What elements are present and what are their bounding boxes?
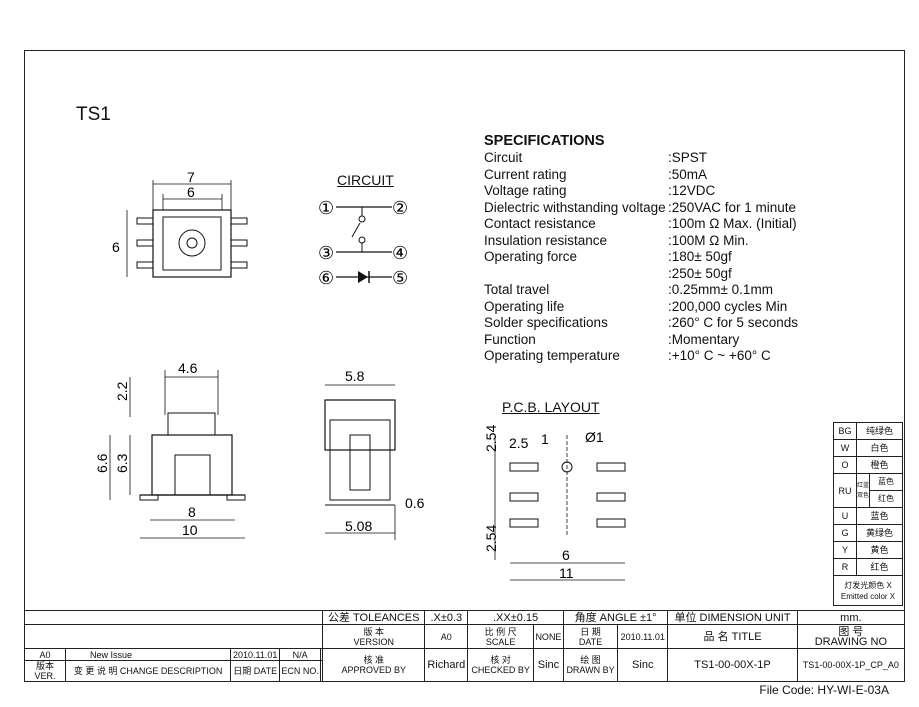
dim-5-08: 5.08 [345, 518, 372, 534]
spec-row: Voltage rating :12VDC [484, 183, 715, 198]
side-view-drawing: 5.8 5.08 0.6 [324, 368, 425, 540]
spec-name: Voltage rating [484, 183, 567, 198]
dim-6-3: 6.3 [114, 453, 130, 473]
spec-row: Insulation resistance :100M Ω Min. [484, 232, 749, 248]
dim-7: 7 [187, 170, 195, 185]
dim-11: 11 [559, 565, 574, 581]
spec-value: :Momentary [668, 331, 740, 347]
title-block: 公差 TOLEANCES .X±0.3 .XX±0.15 角度 ANGLE ±1… [23, 610, 906, 682]
pin-4: ④ [392, 243, 408, 263]
front-view-drawing: 4.6 2.2 6.6 6.3 8 10 [94, 360, 246, 539]
circuit-label: CIRCUIT [337, 172, 394, 188]
spec-value: :180± 50gf [668, 249, 732, 264]
spec-name: Function [484, 331, 536, 347]
specifications-heading: SPECIFICATIONS [484, 133, 605, 149]
spec-row: Operating life :200,000 cycles Min [484, 298, 787, 314]
spec-row: Contact resistance :100m Ω Max. (Initial) [484, 216, 797, 231]
spec-row: Solder specifications :260° C for 5 secon… [484, 315, 798, 330]
dim-6-height: 6 [112, 239, 120, 255]
spec-row: Function :Momentary [484, 331, 739, 347]
spec-name: Operating life [484, 298, 565, 314]
dim-2-54-bottom: 2.54 [483, 525, 499, 552]
spec-value: :12VDC [668, 183, 716, 198]
spec-name: Total travel [484, 282, 550, 297]
led-diode-icon [358, 271, 368, 283]
dim-2-5: 2.5 [509, 435, 529, 451]
spec-name: Current rating [484, 166, 567, 182]
dim-0-6: 0.6 [405, 495, 425, 511]
spec-value: :260° C for 5 seconds [668, 315, 798, 330]
spec-value: :+10° C ~ +60° C [668, 348, 771, 363]
dim-6-width: 6 [187, 184, 195, 200]
dim-5-8: 5.8 [345, 368, 365, 384]
spec-value: :SPST [668, 150, 708, 165]
spec-row: Dielectric withstanding voltage:250VAC f… [484, 199, 796, 215]
spec-name: Insulation resistance [484, 232, 608, 248]
spec-name: Operating force [484, 249, 578, 264]
spec-name: Solder specifications [484, 315, 608, 330]
spec-value: :0.25mm± 0.1mm [668, 282, 773, 297]
spec-row: Current rating :50mA [484, 166, 707, 182]
pin-1: ① [318, 198, 334, 218]
spec-value: :100m Ω Max. (Initial) [668, 216, 797, 231]
top-view-drawing: 7 6 6 [112, 170, 248, 278]
spec-name: Circuit [484, 150, 523, 165]
spec-row: Operating force :180± 50gf [484, 249, 732, 264]
dim-phi1: Ø1 [585, 429, 604, 445]
circuit-diagram: ① ② ③ ④ ⑥ ⑤ [318, 198, 408, 288]
spec-name: Dielectric withstanding voltage [484, 199, 666, 215]
spec-value: :50mA [668, 166, 708, 182]
dim-8: 8 [188, 504, 196, 520]
pin-6: ⑥ [318, 268, 334, 288]
dim-2-54-top: 2.54 [483, 425, 499, 452]
dim-6: 6 [562, 547, 570, 563]
dim-10: 10 [182, 522, 198, 538]
pin-5: ⑤ [392, 268, 408, 288]
spec-name: Contact resistance [484, 216, 596, 231]
spec-row: Total travel :0.25mm± 0.1mm [484, 282, 773, 297]
dim-2-2: 2.2 [114, 381, 130, 401]
pcb-layout-label: P.C.B. LAYOUT [502, 399, 600, 415]
pcb-layout-drawing: 2.5 1 Ø1 2.54 2.54 6 11 [483, 425, 626, 581]
spec-value: :100M Ω Min. [668, 232, 749, 248]
spec-name: Operating temperature [484, 348, 620, 363]
spec-value: :250± 50gf [668, 265, 732, 281]
spec-value: :200,000 cycles Min [668, 298, 788, 314]
dim-4-6: 4.6 [178, 360, 198, 376]
part-title: TS1 [76, 104, 111, 125]
pin-2: ② [392, 198, 408, 218]
spec-row: Circuit :SPST [484, 150, 707, 165]
spec-row: Operating temperature :+10° C ~ +60° C [484, 348, 771, 363]
pin-3: ③ [318, 243, 334, 263]
dim-1: 1 [541, 431, 549, 447]
drawing-frame [24, 50, 905, 682]
file-code: File Code: HY-WI-E-03A [759, 683, 889, 697]
dim-6-6: 6.6 [94, 453, 110, 473]
spec-value: :250VAC for 1 minute [668, 199, 797, 215]
